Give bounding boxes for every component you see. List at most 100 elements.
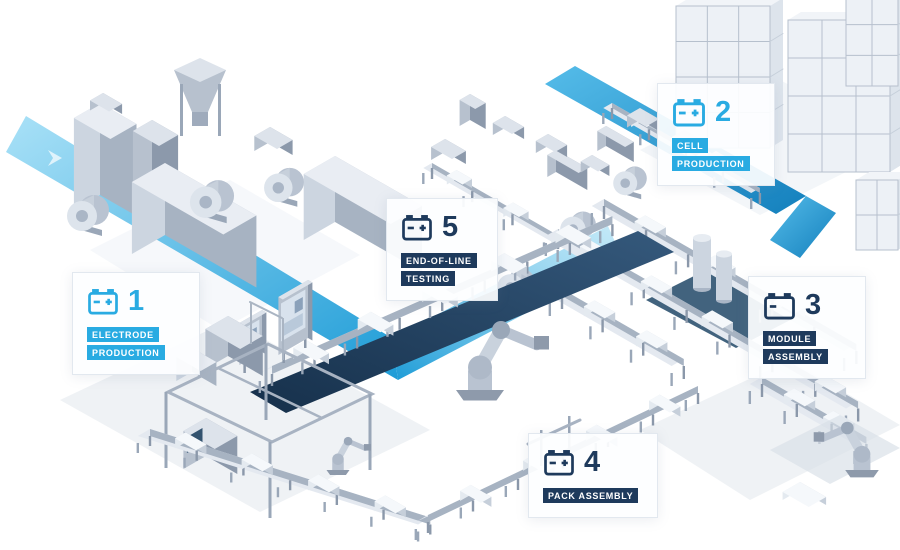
machine-shape (769, 33, 784, 42)
machine-shape (640, 275, 673, 294)
machine-shape (674, 261, 678, 275)
stage-labels: END-OF-LINE TESTING (401, 253, 485, 286)
machine-shape (218, 84, 221, 136)
machine-shape (48, 150, 62, 166)
machine-shape (760, 384, 764, 397)
stage-labels: ELECTRODE PRODUCTION (87, 327, 187, 360)
battery-icon (87, 288, 119, 315)
machine-shape (841, 421, 854, 435)
machine-shape (205, 316, 263, 349)
machine-shape (283, 313, 303, 336)
stage-head: 3 (763, 289, 853, 322)
machine-shape (180, 84, 183, 136)
machine-shape (639, 134, 642, 146)
machine-shape (560, 296, 564, 309)
machine-shape (770, 415, 900, 484)
machine-shape (441, 299, 444, 312)
machine-shape (398, 317, 401, 330)
machine-shape (676, 0, 780, 6)
stage-label-line: ASSEMBLY (763, 349, 828, 364)
stage-labels: CELL PRODUCTION (672, 138, 762, 171)
machine-shape (250, 302, 252, 344)
battery-icon (401, 214, 433, 241)
machine-shape (239, 310, 267, 326)
machine-shape (429, 524, 432, 535)
machine-shape (422, 173, 425, 184)
machine-shape (590, 213, 594, 226)
machine-shape (503, 202, 529, 217)
stage-label-line: TESTING (401, 271, 455, 286)
machine-shape (459, 507, 463, 519)
stage-label-line: END-OF-LINE (401, 253, 477, 268)
machine-shape (132, 120, 179, 146)
machine-shape (504, 486, 508, 497)
machine-shape (446, 170, 472, 185)
machine-shape (192, 112, 208, 126)
stage-card-module-assembly: 3 MODULE ASSEMBLY (748, 276, 866, 379)
machine-shape (526, 261, 529, 274)
machine-shape (549, 289, 684, 366)
stage-number: 1 (128, 285, 145, 317)
machine-shape (627, 108, 660, 127)
stage-head: 1 (87, 285, 187, 318)
machine-shape (332, 460, 344, 470)
machine-shape (363, 444, 372, 451)
machine-shape (889, 89, 900, 97)
stage-label-line: CELL (672, 138, 709, 153)
machine-shape (492, 321, 510, 339)
machine-shape (431, 139, 466, 159)
stage-head: 2 (672, 96, 762, 129)
machine-shape (770, 196, 836, 258)
stage-number: 4 (584, 446, 601, 478)
machine-shape (382, 509, 385, 520)
machine-shape (856, 408, 860, 422)
machine-shape (242, 465, 245, 476)
stage-label-line: ELECTRODE (87, 327, 159, 342)
machine-shape (150, 429, 431, 525)
machine-shape (611, 224, 614, 237)
machine-shape (782, 482, 827, 507)
battery-icon (672, 98, 706, 127)
machine-shape (636, 330, 668, 349)
machine-shape (430, 168, 434, 179)
machine-shape (583, 300, 616, 319)
machine-shape (174, 70, 226, 112)
machine-shape (630, 292, 633, 306)
machine-shape (175, 432, 207, 451)
battery-icon (763, 292, 796, 320)
stage-head: 4 (543, 446, 645, 479)
machine-shape (313, 355, 316, 368)
machine-shape (556, 249, 559, 262)
machine-shape (456, 390, 504, 401)
machine-shape (795, 404, 798, 417)
machine-shape (716, 250, 732, 258)
machine-shape (511, 214, 514, 226)
machine-shape (343, 436, 353, 446)
machine-shape (516, 479, 520, 490)
machine-shape (491, 253, 527, 274)
machine-shape (216, 366, 324, 420)
machine-shape (813, 432, 825, 442)
stage-card-pack-assembly: 4 PACK ASSEMBLY (528, 433, 658, 518)
machine-shape (642, 342, 645, 356)
machine-shape (568, 242, 572, 255)
machine-shape (599, 231, 602, 244)
machine-shape (76, 210, 88, 222)
machine-shape (602, 113, 605, 124)
machine-shape (750, 198, 753, 209)
stage-labels: PACK ASSEMBLY (543, 488, 645, 503)
machine-shape (492, 116, 525, 134)
machine-shape (649, 394, 681, 413)
machine-shape (308, 280, 313, 341)
machine-shape (428, 306, 432, 319)
machine-shape (73, 103, 137, 139)
machine-shape (597, 126, 634, 147)
machine-shape (264, 344, 268, 420)
machine-shape (230, 472, 233, 483)
machine-shape (468, 355, 492, 380)
stage-label-line: MODULE (763, 331, 817, 346)
machine-shape (199, 195, 212, 209)
machine-shape (601, 319, 604, 333)
machine-shape (374, 495, 406, 514)
